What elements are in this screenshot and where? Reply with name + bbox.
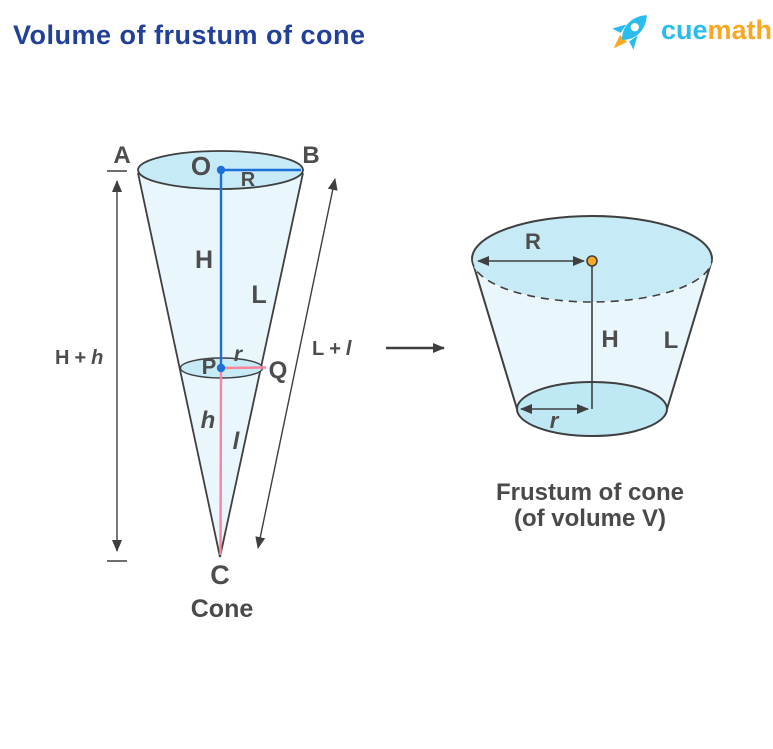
rocket-icon — [612, 15, 647, 50]
total-slant-measure — [255, 178, 338, 549]
frustum-label-r: r — [550, 408, 560, 433]
cone-label-L: L — [251, 281, 266, 309]
center-P-dot — [216, 363, 226, 373]
total-slant-label: L+l — [312, 338, 352, 360]
frustum-caption-line2: (of volume V) — [514, 505, 666, 532]
radius-r-line — [220, 366, 267, 370]
cone-label-l: l — [233, 428, 241, 455]
total-height-measure — [107, 170, 127, 562]
logo-wordmark: cuemath — [661, 15, 771, 45]
cuemath-logo: cuemath — [612, 15, 771, 50]
cone-label-H: H — [195, 246, 213, 274]
cone-label-r: r — [234, 343, 244, 366]
frustum-top-rim-dashed — [471, 258, 713, 303]
frustum-label-R: R — [525, 229, 541, 254]
frustum-top-rim-solid — [471, 215, 713, 260]
cone-left-edge — [137, 172, 221, 558]
frustum-caption-line1: Frustum of cone — [496, 479, 684, 506]
center-O-dot — [216, 165, 226, 175]
frustum-right-edge — [666, 259, 713, 410]
frustum-label-H: H — [601, 326, 618, 353]
page-title: Volume of frustum of cone — [13, 20, 366, 50]
cone-figure: H+h L+l A B O P Q C R H L r h l Cone — [55, 142, 352, 623]
cone-label-Q: Q — [269, 357, 288, 384]
cone-label-O: O — [191, 151, 211, 181]
frustum-label-L: L — [664, 327, 679, 354]
cone-label-R: R — [241, 169, 256, 191]
cone-label-P: P — [202, 354, 217, 379]
cone-label-C: C — [210, 560, 230, 590]
cone-label-B: B — [302, 142, 319, 169]
cone-label-A: A — [113, 142, 130, 169]
cone-label-h: h — [201, 407, 216, 434]
cone-caption: Cone — [191, 595, 254, 623]
frustum-figure: R H L r Frustum of cone (of volume V) — [471, 215, 713, 532]
total-height-label: H+h — [55, 347, 103, 369]
height-h-line — [219, 367, 223, 556]
frustum-center-dot — [586, 255, 598, 267]
frustum-left-edge — [471, 259, 518, 410]
